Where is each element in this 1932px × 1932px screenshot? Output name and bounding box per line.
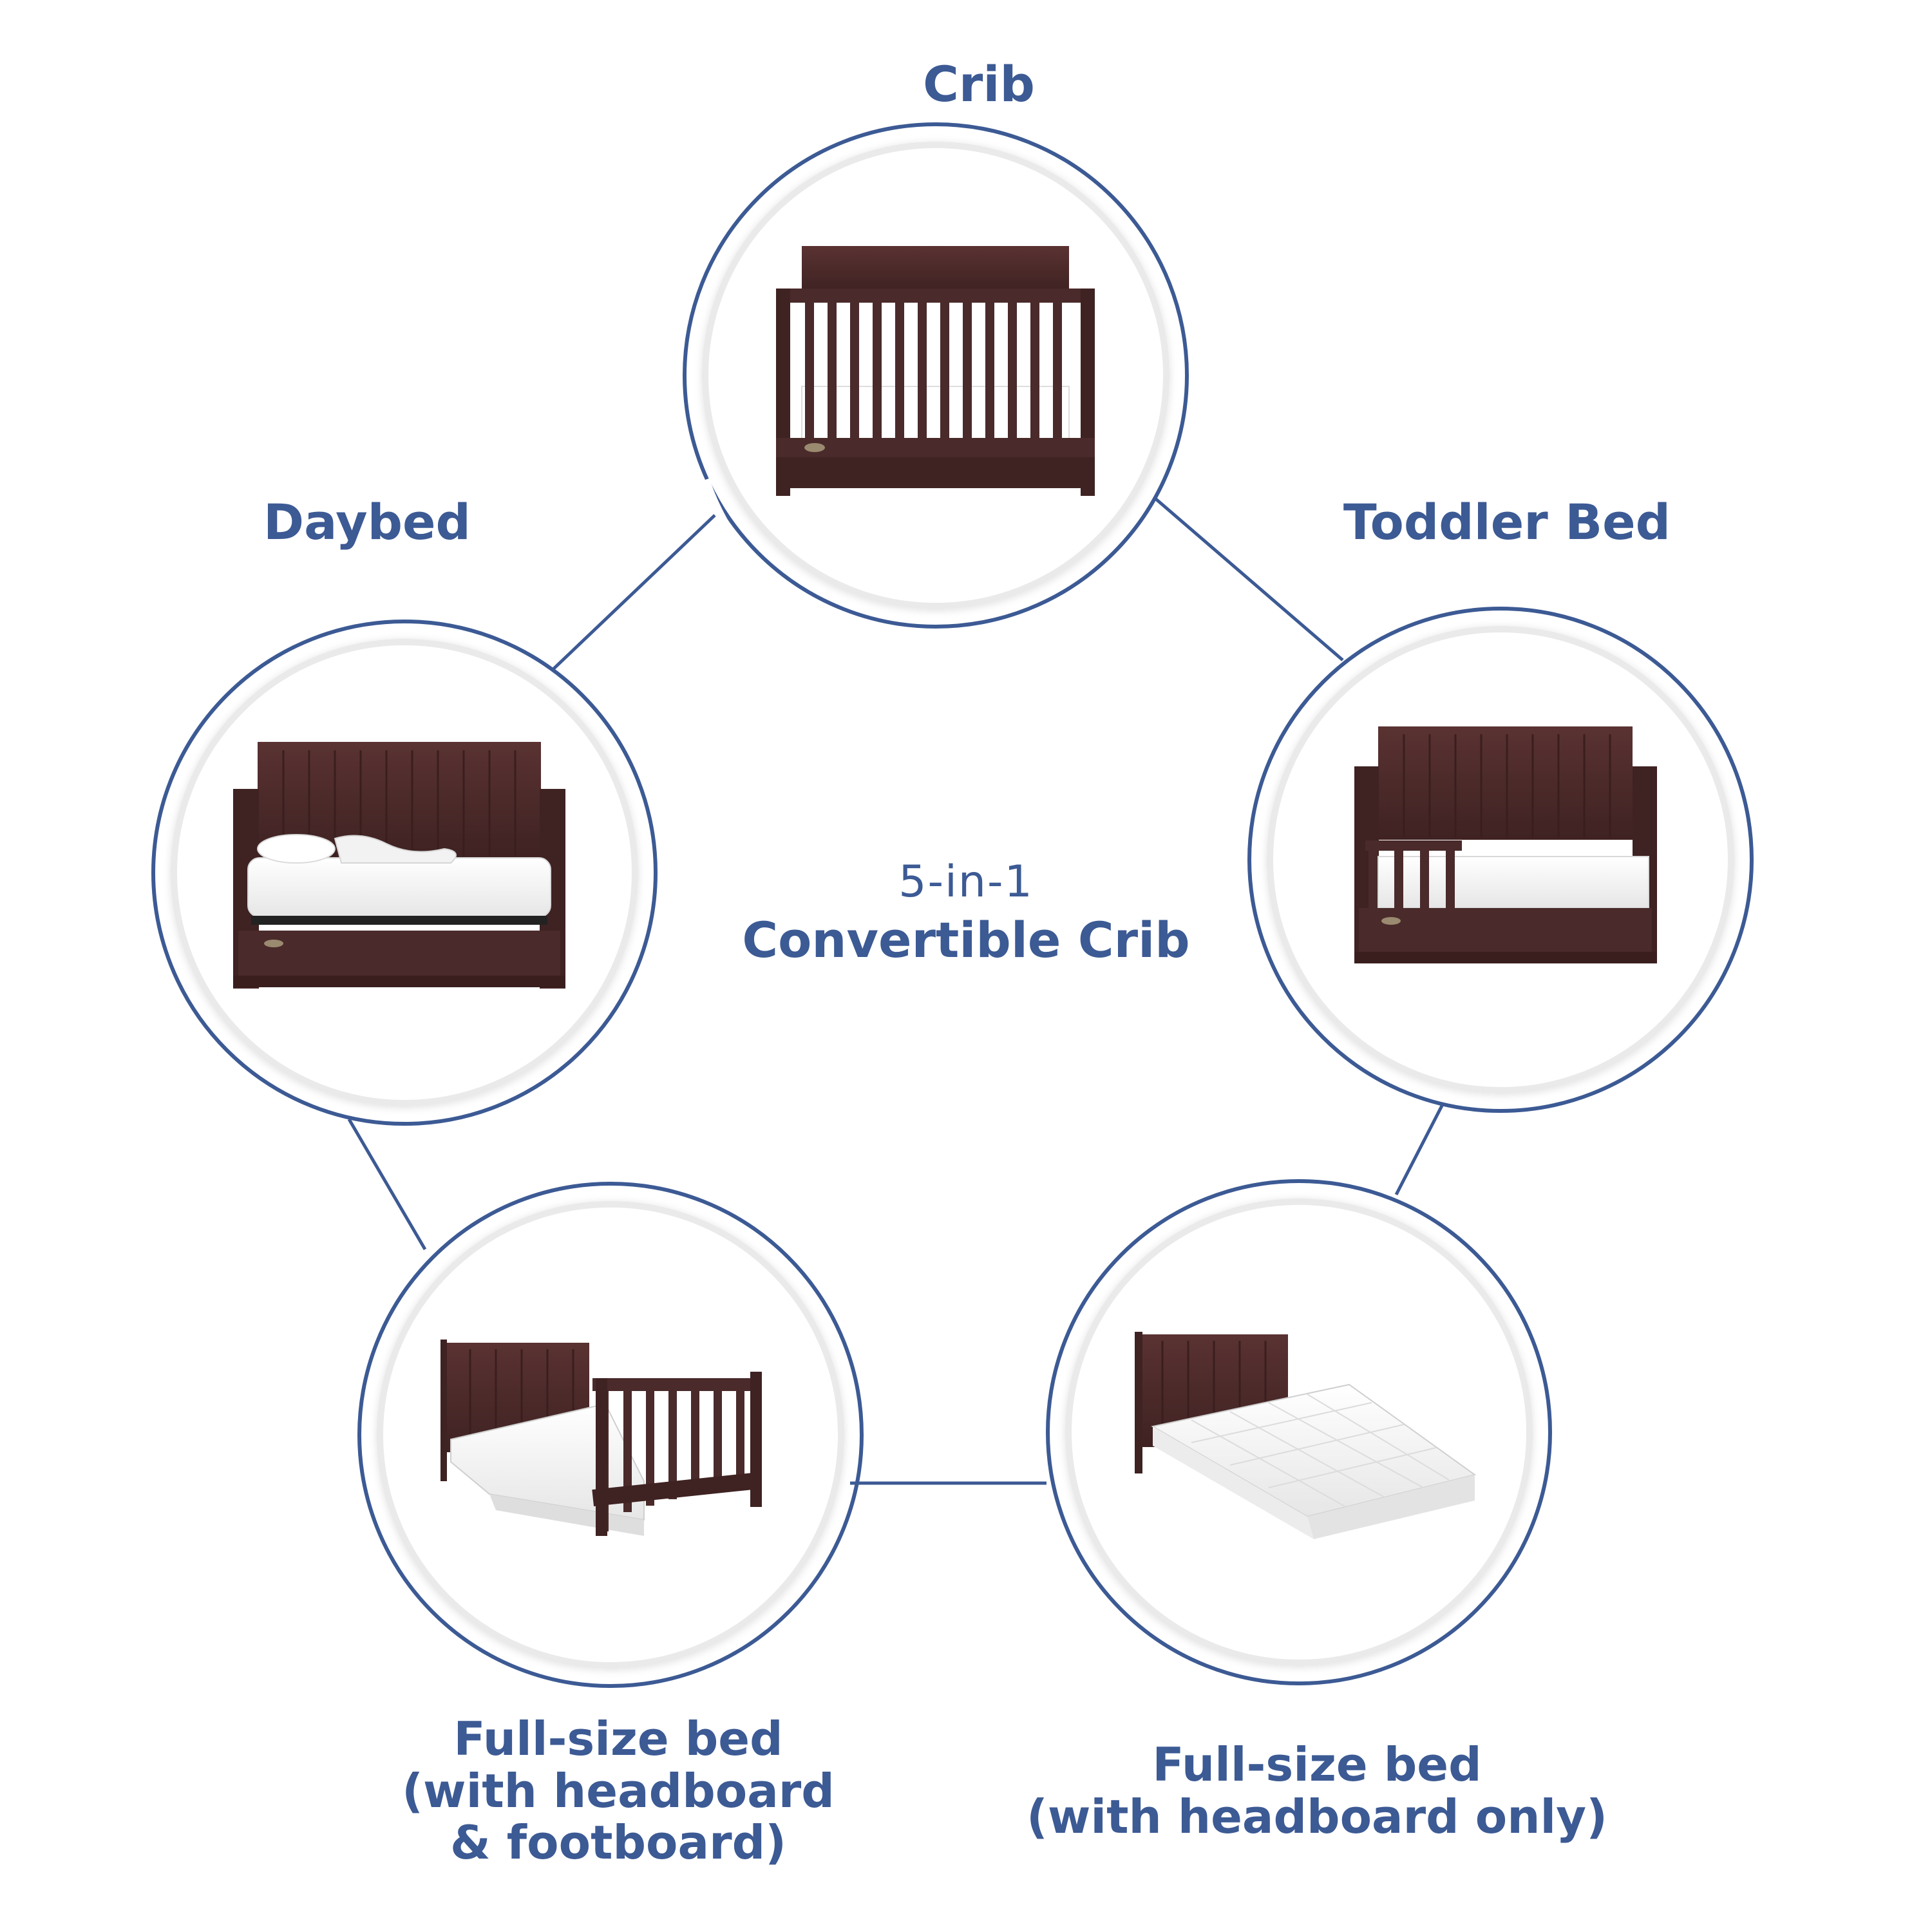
crib-illustration [776, 246, 1095, 496]
connector-daybed-fullhf [347, 1118, 427, 1251]
label-crib: Crib [923, 55, 1035, 113]
daybed-stage [151, 620, 658, 1126]
crib-ring [683, 122, 1189, 629]
daybed-illustration [233, 742, 565, 989]
full-hf-stage [357, 1182, 864, 1688]
toddler-bed-stage [1247, 607, 1754, 1113]
connector-crib-toddler [1155, 498, 1344, 661]
toddler-bed-illustration [1354, 726, 1657, 963]
label-daybed: Daybed [263, 493, 471, 551]
center-subtitle: 5-in-1 [898, 857, 1034, 907]
center-title: Convertible Crib [742, 911, 1190, 969]
full-h-illustration [1135, 1332, 1477, 1539]
connector-lines [347, 498, 1444, 1485]
crib-stage [683, 122, 1189, 650]
full-h-stage [1046, 1179, 1552, 1685]
toddler-ring [1247, 607, 1754, 1113]
daybed-ring [151, 620, 658, 1126]
connector-crib-daybed [551, 514, 716, 671]
crib-disc [702, 142, 1170, 609]
full-h-ring [1046, 1179, 1552, 1685]
crib-arc [701, 478, 1104, 650]
label-full-size-headboard-footboard: Full-size bed (with headboard & footboar… [402, 1712, 835, 1870]
label-full-size-headboard-only: Full-size bed (with headboard only) [1026, 1738, 1607, 1844]
full-hf-illustration [440, 1340, 762, 1536]
connector-toddler-fullh [1394, 1103, 1444, 1196]
full-hf-ring [357, 1182, 864, 1688]
label-toddler-bed: Toddler Bed [1343, 493, 1671, 551]
